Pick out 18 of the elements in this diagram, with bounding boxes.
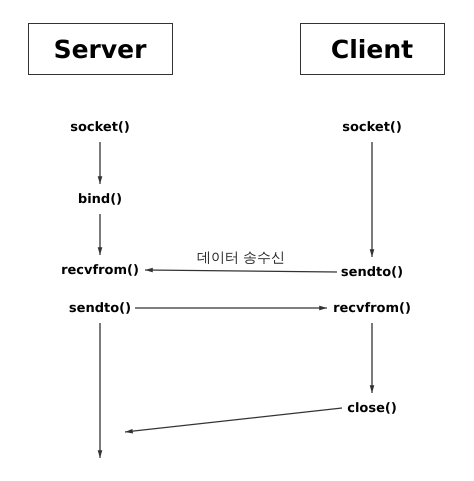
arrow [370, 323, 374, 393]
function-label: recvfrom() [55, 255, 145, 285]
arrow [124, 407, 342, 434]
title-box: Client [300, 23, 444, 75]
function-label: recvfrom() [327, 293, 417, 323]
function-label: close() [342, 393, 402, 423]
function-label: socket() [335, 112, 409, 142]
function-label: bind() [75, 184, 125, 214]
title-box: Server [28, 23, 172, 75]
function-label: sendto() [337, 257, 407, 287]
arrow [145, 268, 337, 273]
arrow [135, 306, 327, 310]
arrow [98, 142, 102, 184]
arrow [98, 323, 102, 458]
arrow [370, 142, 374, 257]
function-label: socket() [63, 112, 137, 142]
function-label: sendto() [65, 293, 135, 323]
arrow [98, 214, 102, 255]
